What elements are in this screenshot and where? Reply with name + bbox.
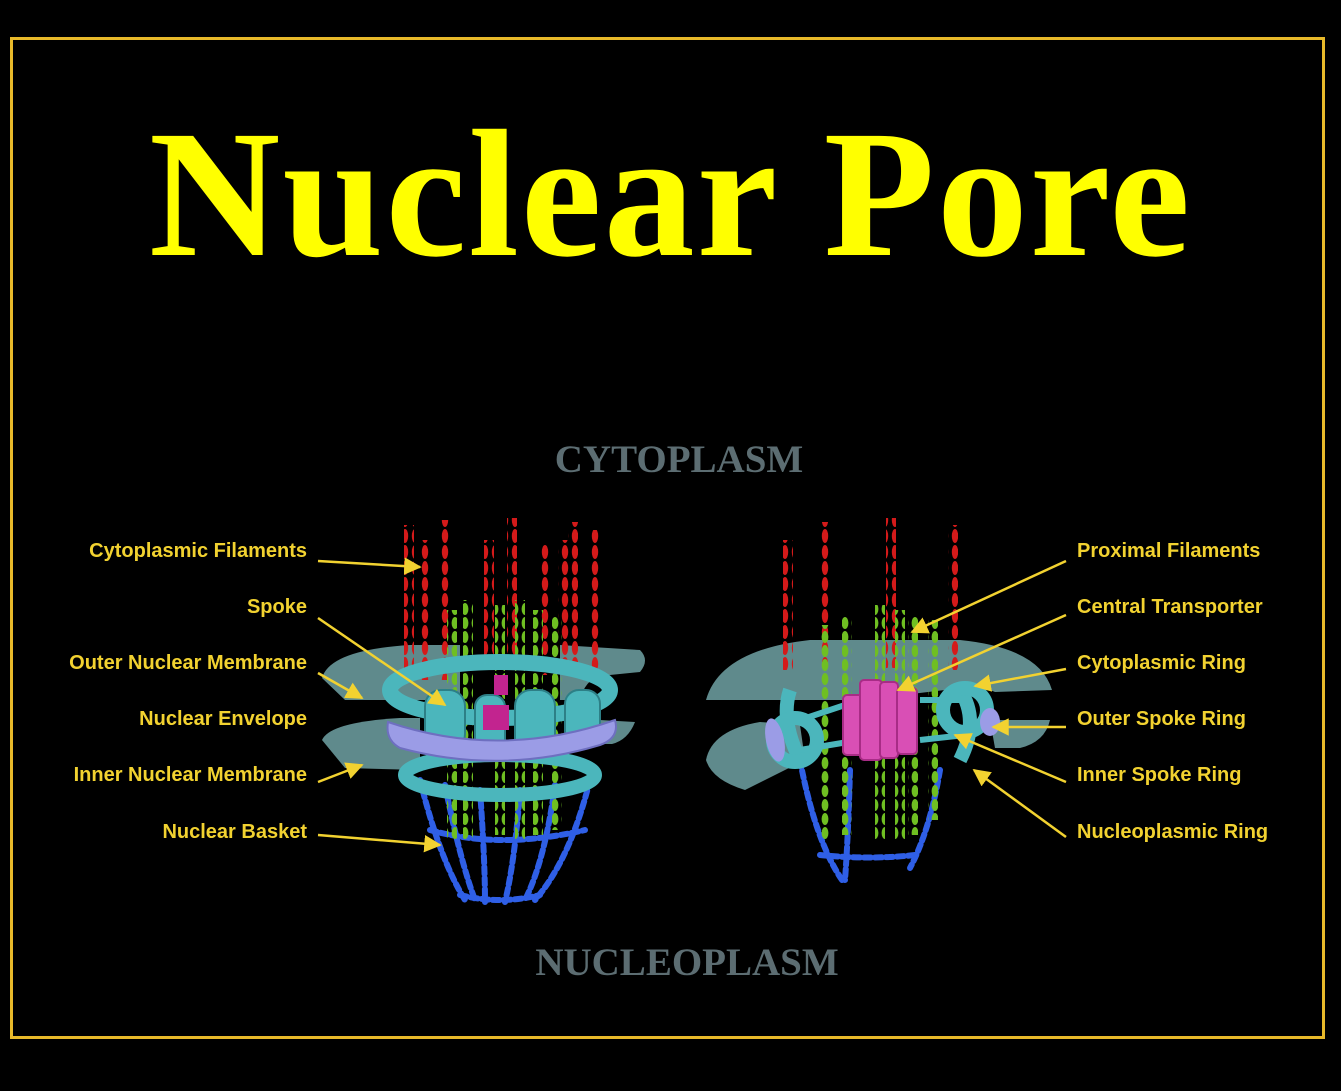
slide-frame [10,37,1325,1039]
label-outer-spoke-ring: Outer Spoke Ring [1077,708,1246,730]
label-nuclear-envelope: Nuclear Envelope [139,708,307,730]
label-nuclear-basket: Nuclear Basket [162,821,307,843]
label-spoke: Spoke [246,596,307,618]
label-proximal-filaments: Proximal Filaments [1077,540,1261,562]
slide-title: Nuclear Pore [148,94,1193,295]
right-pore-model [706,518,1052,883]
cytoplasm-label: CYTOPLASM [554,438,804,481]
central-transporter [842,679,918,761]
label-cytoplasmic-ring: Cytoplasmic Ring [1077,652,1246,674]
label-cytoplasmic-filaments: Cytoplasmic Filaments [89,540,307,562]
label-central-transporter: Central Transporter [1077,596,1263,618]
label-inner-nuclear-membrane: Inner Nuclear Membrane [73,764,307,786]
label-inner-spoke-ring: Inner Spoke Ring [1077,764,1242,786]
transporter-left [483,705,509,730]
envelope-ring-left [386,718,617,762]
left-pore-model [322,518,645,905]
nucleoplasm-label: NUCLEOPLASM [535,941,839,984]
cytoplasmic-filaments [404,518,601,680]
label-nucleoplasmic-ring: Nucleoplasmic Ring [1077,821,1269,843]
label-outer-nuclear-membrane: Outer Nuclear Membrane [69,652,307,674]
right-leader-lines [896,559,1067,839]
left-leader-lines [317,557,447,853]
